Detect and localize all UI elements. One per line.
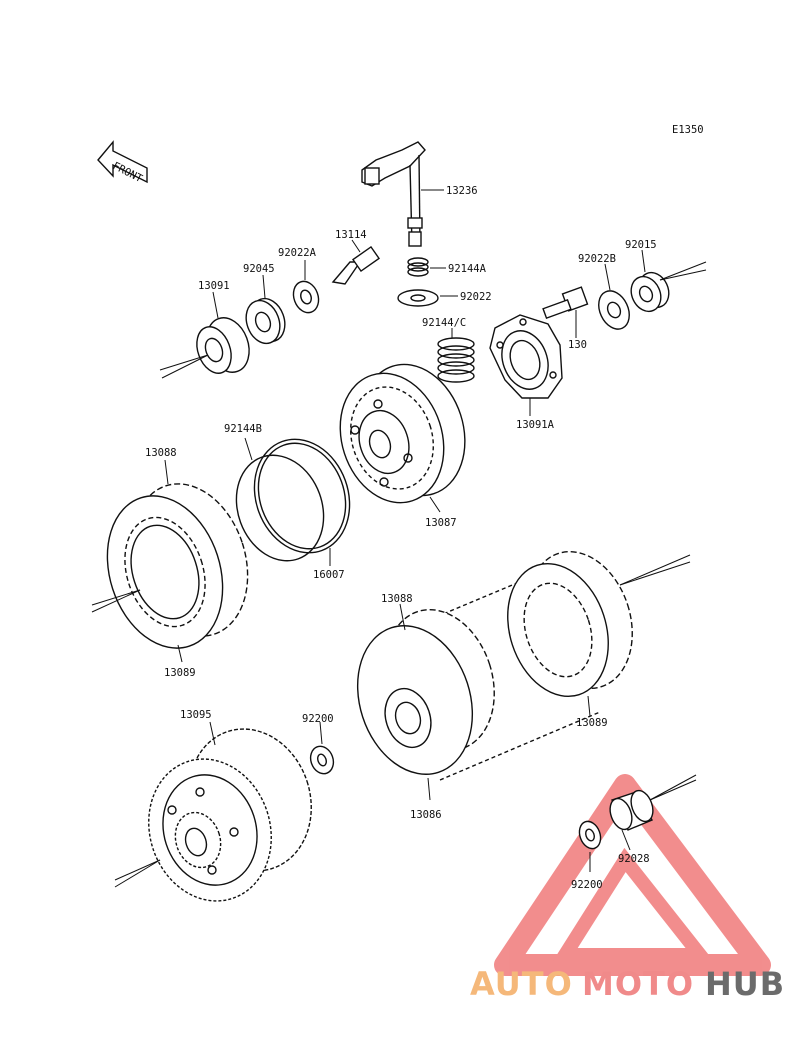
part-92022A-washer [292, 280, 320, 314]
part-13091A-plate [489, 314, 563, 399]
part-130-bolt [542, 286, 589, 320]
label-92045: 92045 [243, 263, 275, 275]
watermark-text: AUTO MOTO HUB [470, 965, 785, 1003]
label-13114: 13114 [335, 229, 367, 241]
part-13087-hub [339, 363, 466, 504]
label-13087: 13087 [425, 517, 457, 529]
watermark-logo [494, 774, 771, 976]
label-13088-top: 13088 [145, 447, 177, 459]
label-92200-top: 92200 [302, 713, 334, 725]
label-13086: 13086 [410, 809, 442, 821]
label-13095: 13095 [180, 709, 212, 721]
label-92144C: 92144/C [422, 317, 466, 329]
part-92200-washer-bottom [578, 820, 602, 850]
front-arrow-icon: FRONT [97, 140, 148, 185]
part-16007-ring [253, 438, 351, 554]
part-13095-gear [148, 728, 312, 902]
part-92015-nut [630, 271, 670, 313]
watermark-triangle [494, 774, 771, 976]
part-13091-piece [196, 317, 250, 374]
label-92022A: 92022A [278, 247, 317, 259]
part-92144A-spring [407, 257, 429, 277]
part-92200-washer-top [309, 745, 335, 775]
part-13114-pin [331, 245, 381, 285]
part-13236-shaft [361, 141, 426, 247]
label-13236: 13236 [446, 185, 478, 197]
label-13089-left: 13089 [164, 667, 196, 679]
label-92022B: 92022B [578, 253, 616, 265]
part-13088-13089-left-discs [106, 483, 249, 649]
label-92200-bottom: 92200 [571, 879, 603, 891]
label-92028: 92028 [618, 853, 650, 865]
watermark-auto: AUTO [470, 965, 573, 1003]
part-92022B-washer [598, 290, 630, 330]
part-92022-washer [397, 289, 439, 307]
part-92028-sleeve [609, 789, 654, 831]
diagram-code: E1350 [672, 124, 704, 136]
label-13091: 13091 [198, 280, 230, 292]
label-13089-right: 13089 [576, 717, 608, 729]
watermark-moto: MOTO [582, 965, 694, 1003]
part-92045-bearing [245, 297, 286, 345]
label-13091A: 13091A [516, 419, 555, 431]
label-92144B: 92144B [224, 423, 262, 435]
label-16007: 16007 [313, 569, 345, 581]
part-13086-housing [356, 564, 601, 781]
label-92144A: 92144A [448, 263, 487, 275]
part-92144B-ring [235, 454, 325, 562]
watermark-hub: HUB [705, 965, 785, 1003]
label-130: 130 [568, 339, 587, 351]
part-13089-right-disc [507, 550, 633, 698]
label-92022: 92022 [460, 291, 492, 303]
label-13088-mid: 13088 [381, 593, 413, 605]
part-92144C-spring [437, 337, 475, 383]
label-92015: 92015 [625, 239, 657, 251]
